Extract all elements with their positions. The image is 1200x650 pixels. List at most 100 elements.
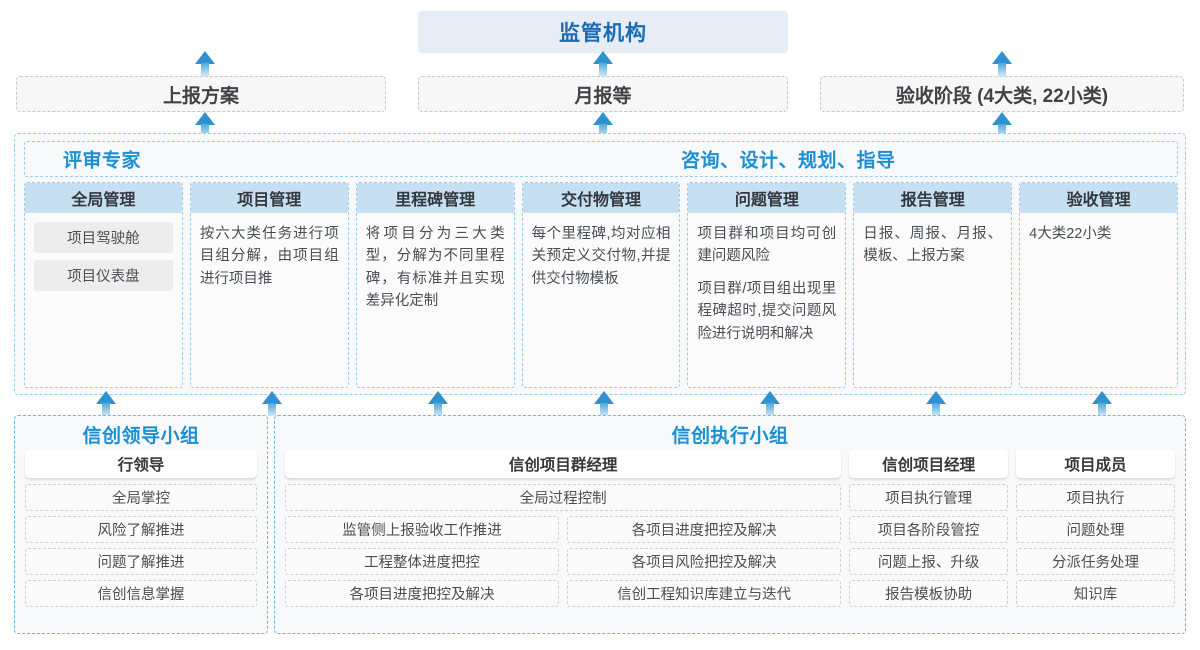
card-body: 每个里程碑,均对应相关预定义交付物,并提供交付物模板 [523,213,680,387]
task-item[interactable]: 问题处理 [1016,516,1175,543]
arrow-head-icon [262,391,282,404]
report-box-monthly[interactable]: 月报等 [418,76,788,112]
card-paragraph: 每个里程碑,均对应相关预定义交付物,并提供交付物模板 [531,226,671,287]
task-item[interactable]: 全局掌控 [25,484,257,511]
program-manager-tasks-left: 监管侧上报验收工作推进 工程整体进度把控 各项目进度把控及解决 [285,516,560,607]
task-item[interactable]: 各项目风险把控及解决 [567,548,842,575]
role-project-member[interactable]: 项目成员 [1016,450,1175,478]
arrow-up-to-acceptance [992,112,1012,137]
leadership-group-title: 信创领导小组 [82,426,200,447]
report-label: 月报等 [574,85,632,107]
expert-label: 评审专家 [63,150,142,172]
arrow-head-icon [926,391,946,404]
program-manager-column: 信创项目群经理 全局过程控制 监管侧上报验收工作推进 工程整体进度把控 各项目进… [285,450,842,607]
arrow-up-to-plan [195,112,215,137]
arrow-shaft [268,403,276,416]
task-item[interactable]: 知识库 [1016,580,1175,607]
role-bank-leader[interactable]: 行领导 [25,450,257,478]
task-item[interactable]: 各项目进度把控及解决 [567,516,842,543]
project-manager-column: 信创项目经理 项目执行管理 项目各阶段管控 问题上报、升级 报告模板协助 [849,450,1009,607]
task-item[interactable]: 信创工程知识库建立与迭代 [567,580,842,607]
card-title: 问题管理 [688,183,846,213]
task-item[interactable]: 信创信息掌握 [25,580,257,607]
arrow-shaft [766,403,774,416]
arrow-shaft [600,403,608,416]
task-item[interactable]: 监管侧上报验收工作推进 [285,516,560,543]
card-body: 按六大类任务进行项目组分解，由项目组进行项目推 [191,213,348,387]
arrow-shaft [998,63,1006,76]
report-box-plan[interactable]: 上报方案 [16,76,386,112]
arrow-shaft [998,124,1006,137]
task-item[interactable]: 问题了解推进 [25,548,257,575]
card-paragraph: 项目群/项目组出现里程碑超时,提交问题风险进行说明和解决 [697,280,837,342]
card-body: 项目群和项目均可创建问题风险 项目群/项目组出现里程碑超时,提交问题风险进行说明… [688,213,845,387]
card-paragraph: 按六大类任务进行项目组分解，由项目组进行项目推 [199,226,339,287]
card-paragraph: 项目群和项目均可创建问题风险 [697,226,837,265]
arrow-up-to-card-6 [926,391,946,416]
task-item[interactable]: 分派任务处理 [1016,548,1175,575]
arrow-shaft [599,124,607,137]
card-body: 日报、周报、月报、模板、上报方案 [854,213,1011,387]
task-item[interactable]: 报告模板协助 [849,580,1009,607]
platform-panel: 评审专家 咨询、设计、规划、指导 全局管理 项目驾驶舱 项目仪表盘 项目管理 按… [14,133,1186,395]
task-item[interactable]: 问题上报、升级 [849,548,1009,575]
leadership-task-list: 全局掌控 风险了解推进 问题了解推进 信创信息掌握 [25,484,257,607]
arrow-head-icon [594,391,614,404]
pill-item[interactable]: 项目仪表盘 [34,260,173,291]
task-item[interactable]: 全局过程控制 [285,484,842,511]
card-paragraph: 日报、周报、月报、模板、上报方案 [863,226,1003,265]
regulator-label: 监管机构 [559,22,647,45]
task-item[interactable]: 项目执行 [1016,484,1175,511]
role-project-manager[interactable]: 信创项目经理 [849,450,1009,478]
arrow-shaft [932,403,940,416]
arrow-head-icon [96,391,116,404]
arrow-up-to-card-1 [96,391,116,416]
arrow-shaft [599,63,607,76]
project-manager-task-list: 项目执行管理 项目各阶段管控 问题上报、升级 报告模板协助 [849,484,1009,607]
task-item[interactable]: 各项目进度把控及解决 [285,580,560,607]
card-title: 项目管理 [190,183,348,213]
expert-band: 评审专家 咨询、设计、规划、指导 [24,141,1178,177]
card-body: 项目驾驶舱 项目仪表盘 [25,213,182,387]
project-member-column: 项目成员 项目执行 问题处理 分派任务处理 知识库 [1016,450,1175,607]
card-title: 报告管理 [854,183,1012,213]
arrow-head-icon [760,391,780,404]
card-title: 验收管理 [1020,183,1178,213]
pill-item[interactable]: 项目驾驶舱 [34,222,173,253]
card-deliverable-management[interactable]: 交付物管理 每个里程碑,均对应相关预定义交付物,并提供交付物模板 [521,182,681,388]
execution-group-panel: 信创执行小组 信创项目群经理 全局过程控制 监管侧上报验收工作推进 工程整体进度… [274,415,1186,634]
consulting-label: 咨询、设计、规划、指导 [681,150,896,172]
card-title: 里程碑管理 [356,183,514,213]
card-body: 将项目分为三大类型，分解为不同里程碑，有标准并且实现差异化定制 [357,213,514,387]
arrow-shaft [201,63,209,76]
task-item[interactable]: 风险了解推进 [25,516,257,543]
execution-group-title: 信创执行小组 [671,426,789,447]
arrow-head-icon [992,112,1012,125]
task-item[interactable]: 工程整体进度把控 [285,548,560,575]
arrow-head-icon [1092,391,1112,404]
arrow-shaft [102,403,110,416]
card-acceptance-management[interactable]: 验收管理 4大类22小类 [1019,182,1179,388]
project-member-task-list: 项目执行 问题处理 分派任务处理 知识库 [1016,484,1175,607]
card-project-management[interactable]: 项目管理 按六大类任务进行项目组分解，由项目组进行项目推 [189,182,349,388]
task-item[interactable]: 项目执行管理 [849,484,1009,511]
arrow-head-icon [195,51,215,64]
report-box-acceptance[interactable]: 验收阶段 (4大类, 22小类) [820,76,1184,112]
arrow-head-icon [593,51,613,64]
arrow-shaft [201,124,209,137]
arrow-up-to-card-4 [594,391,614,416]
report-label: 上报方案 [162,85,239,107]
arrow-up-to-card-7 [1092,391,1112,416]
execution-role-columns: 信创项目群经理 全局过程控制 监管侧上报验收工作推进 工程整体进度把控 各项目进… [285,450,1175,607]
task-item[interactable]: 项目各阶段管控 [849,516,1009,543]
leadership-group-panel: 信创领导小组 行领导 全局掌控 风险了解推进 问题了解推进 信创信息掌握 [14,415,268,634]
arrow-up-to-monthly [593,112,613,137]
card-issue-management[interactable]: 问题管理 项目群和项目均可创建问题风险 项目群/项目组出现里程碑超时,提交问题风… [687,182,847,388]
report-label: 验收阶段 (4大类, 22小类) [895,85,1109,107]
card-milestone-management[interactable]: 里程碑管理 将项目分为三大类型，分解为不同里程碑，有标准并且实现差异化定制 [355,182,515,388]
role-program-manager[interactable]: 信创项目群经理 [285,450,842,478]
arrow-up-to-regulator-2 [593,51,613,76]
card-paragraph: 将项目分为三大类型，分解为不同里程碑，有标准并且实现差异化定制 [365,226,505,310]
card-report-management[interactable]: 报告管理 日报、周报、月报、模板、上报方案 [853,182,1013,388]
card-global-management[interactable]: 全局管理 项目驾驶舱 项目仪表盘 [24,182,183,388]
